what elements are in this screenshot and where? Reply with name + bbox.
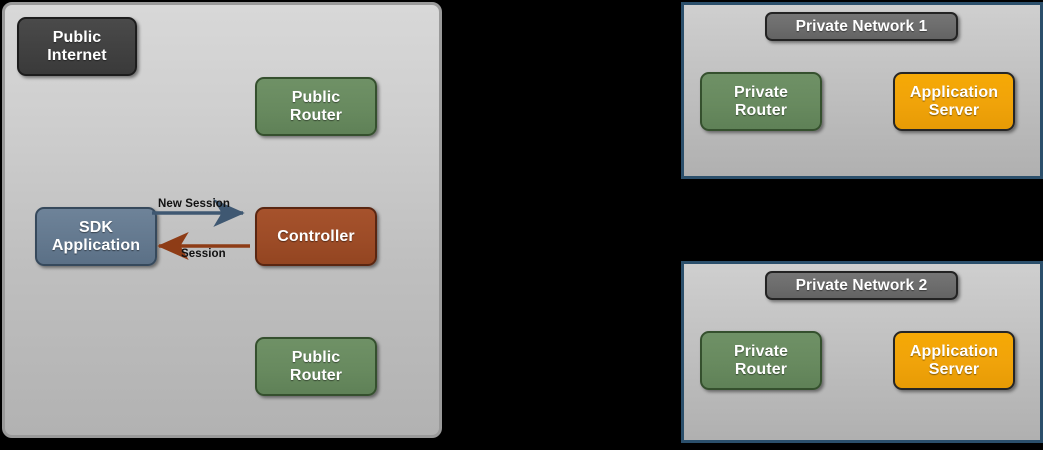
private-network-2-title-label: Private Network 2	[795, 276, 928, 294]
node-public-router-top-label: Public Router	[290, 89, 342, 125]
node-controller[interactable]: Controller	[255, 207, 377, 266]
node-public-internet[interactable]: Public Internet	[17, 17, 137, 76]
private-network-2-node-application-server[interactable]: Application Server	[893, 331, 1015, 390]
node-label-line1: Public	[52, 28, 102, 46]
node-private-router-label: Private Router	[734, 84, 788, 120]
private-network-2-node-private-router[interactable]: Private Router	[700, 331, 822, 390]
node-label-line2: Router	[734, 101, 788, 119]
node-label-line2: Router	[289, 106, 343, 124]
node-public-internet-label: Public Internet	[47, 29, 106, 65]
node-public-router-top[interactable]: Public Router	[255, 77, 377, 136]
node-sdk-application-label: SDK Application	[52, 219, 140, 255]
node-label-line1: Application	[909, 83, 999, 101]
node-controller-label: Controller	[277, 227, 355, 245]
node-label-line1: Public	[291, 88, 341, 106]
edge-label-session: Session	[181, 248, 226, 260]
node-application-server-label: Application Server	[910, 84, 998, 120]
private-network-1-node-application-server[interactable]: Application Server	[893, 72, 1015, 131]
node-public-router-bottom-label: Public Router	[290, 349, 342, 385]
node-label-line1: Application	[909, 342, 999, 360]
node-private-router-label: Private Router	[734, 343, 788, 379]
node-label-line1: Public	[291, 348, 341, 366]
node-label-line2: Router	[734, 360, 788, 378]
node-label-line2: Application	[51, 236, 141, 254]
private-network-1-title-label: Private Network 1	[795, 17, 928, 35]
edge-label-new-session: New Session	[158, 198, 231, 210]
private-network-1-node-private-router[interactable]: Private Router	[700, 72, 822, 131]
private-network-1-title[interactable]: Private Network 1	[765, 12, 958, 41]
node-public-router-bottom[interactable]: Public Router	[255, 337, 377, 396]
node-label-line1: Private	[733, 83, 789, 101]
public-zone-panel: Public Internet Public Router SDK Applic…	[2, 2, 442, 438]
node-application-server-label: Application Server	[910, 343, 998, 379]
node-label-line2: Server	[928, 101, 980, 119]
private-network-2-panel: Private Network 2 Private Router Applica…	[681, 261, 1043, 443]
node-label-line2: Internet	[47, 46, 107, 64]
private-network-2-title[interactable]: Private Network 2	[765, 271, 958, 300]
node-label-line2: Router	[289, 366, 343, 384]
private-network-1-panel: Private Network 1 Private Router Applica…	[681, 2, 1043, 179]
node-label-line2: Server	[928, 360, 980, 378]
node-label-line1: SDK	[78, 218, 114, 236]
node-label-line1: Private	[733, 342, 789, 360]
node-sdk-application[interactable]: SDK Application	[35, 207, 157, 266]
